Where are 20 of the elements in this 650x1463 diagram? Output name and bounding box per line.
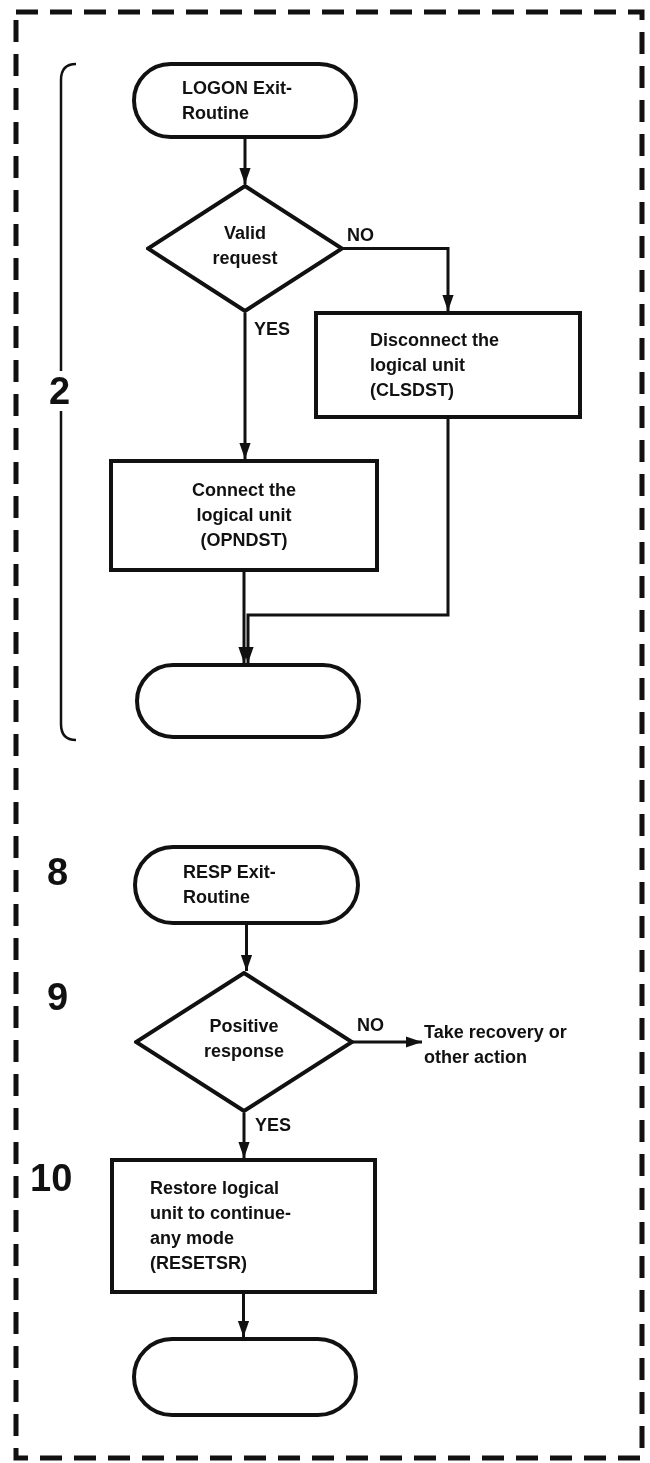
arrow <box>238 1113 250 1158</box>
terminal-label: LOGON Exit-Routine <box>182 76 293 125</box>
decision-diamond <box>146 184 344 313</box>
decision-label: Positive response <box>202 1015 285 1063</box>
process-label: Disconnect the logical unit (CLSDST) <box>370 328 501 402</box>
arrow <box>239 139 251 184</box>
action-text: Take recovery or other action <box>424 1021 568 1069</box>
arrow <box>240 925 253 971</box>
arrow <box>237 1294 250 1337</box>
process-label: Restore logical unit to continue-any mode (RESETSR) <box>150 1177 292 1275</box>
terminal-label: RESP Exit-Routine <box>183 861 277 909</box>
arrow <box>352 1036 422 1048</box>
arrow <box>239 313 251 459</box>
process-label: Connect the logical unit (OPNDST) <box>191 479 297 552</box>
decision-label: Valid request <box>211 221 279 270</box>
decision-diamond <box>134 971 354 1113</box>
process-box <box>109 459 379 572</box>
arrow <box>342 247 454 311</box>
process-box <box>110 1158 377 1294</box>
process-box <box>314 311 582 419</box>
